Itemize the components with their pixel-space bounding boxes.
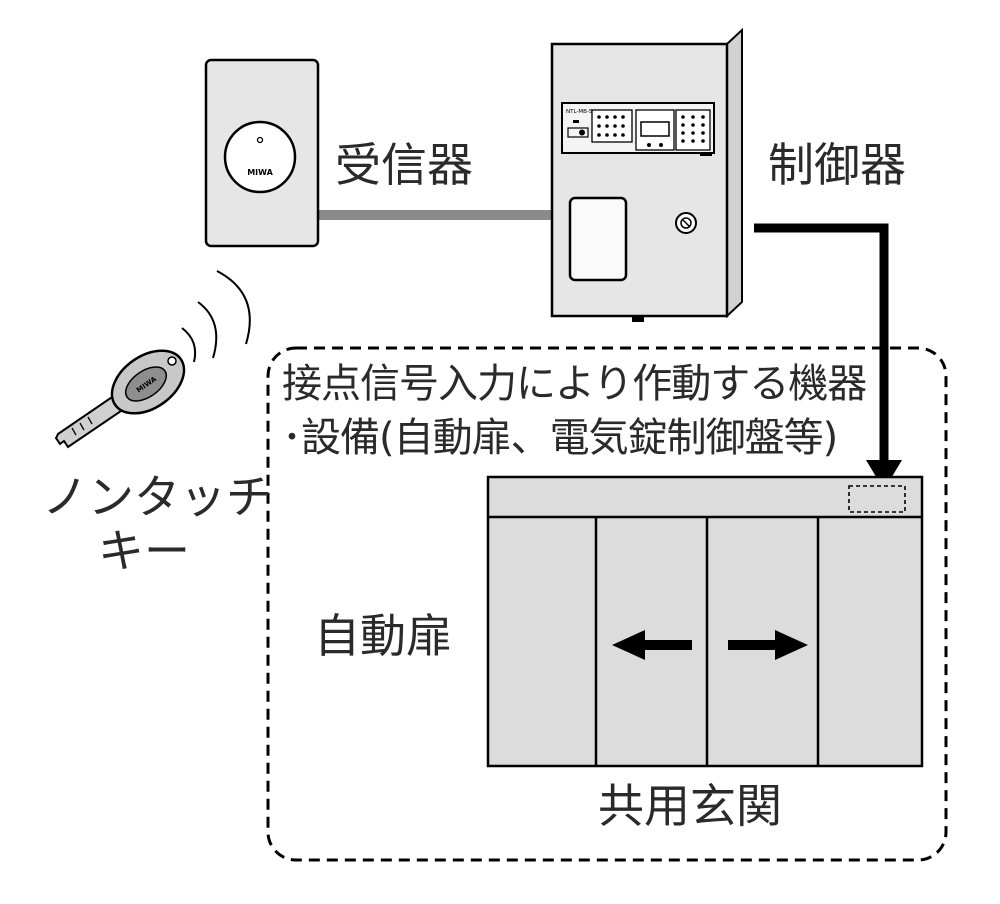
equipment-label-line2: ･設備(自動扉、電気錠制御盤等) xyxy=(282,415,838,461)
equipment-label-line1: 接点信号入力により作動する機器 xyxy=(282,361,867,407)
open-right-arrow xyxy=(775,630,808,660)
nontouch-key-icon: MIWA xyxy=(54,349,186,449)
entrance-label: 共用玄関 xyxy=(598,779,782,833)
signal-arrowhead xyxy=(866,460,902,490)
signal-line xyxy=(754,223,889,465)
controller-label: 制御器 xyxy=(768,138,906,192)
controller-device: NTL-MB-5 xyxy=(550,27,743,322)
controller-plate-label: NTL-MB-5 xyxy=(566,109,593,115)
receiver-logo: MIWA xyxy=(247,168,273,177)
receiver-device: MIWA xyxy=(204,58,320,248)
auto-door-label: 自動扉 xyxy=(314,609,452,663)
open-left-arrow xyxy=(612,630,645,660)
door-sensor xyxy=(848,485,906,513)
wireless-signal-icon xyxy=(181,270,251,363)
receiver-label: 受信器 xyxy=(335,138,473,192)
equipment-boundary xyxy=(266,346,948,862)
auto-door xyxy=(486,475,924,768)
nontouch-key-label-line2: キー xyxy=(98,524,190,578)
receiver-cable xyxy=(318,210,552,220)
nontouch-key-label-line1: ノンタッチ xyxy=(42,470,272,524)
